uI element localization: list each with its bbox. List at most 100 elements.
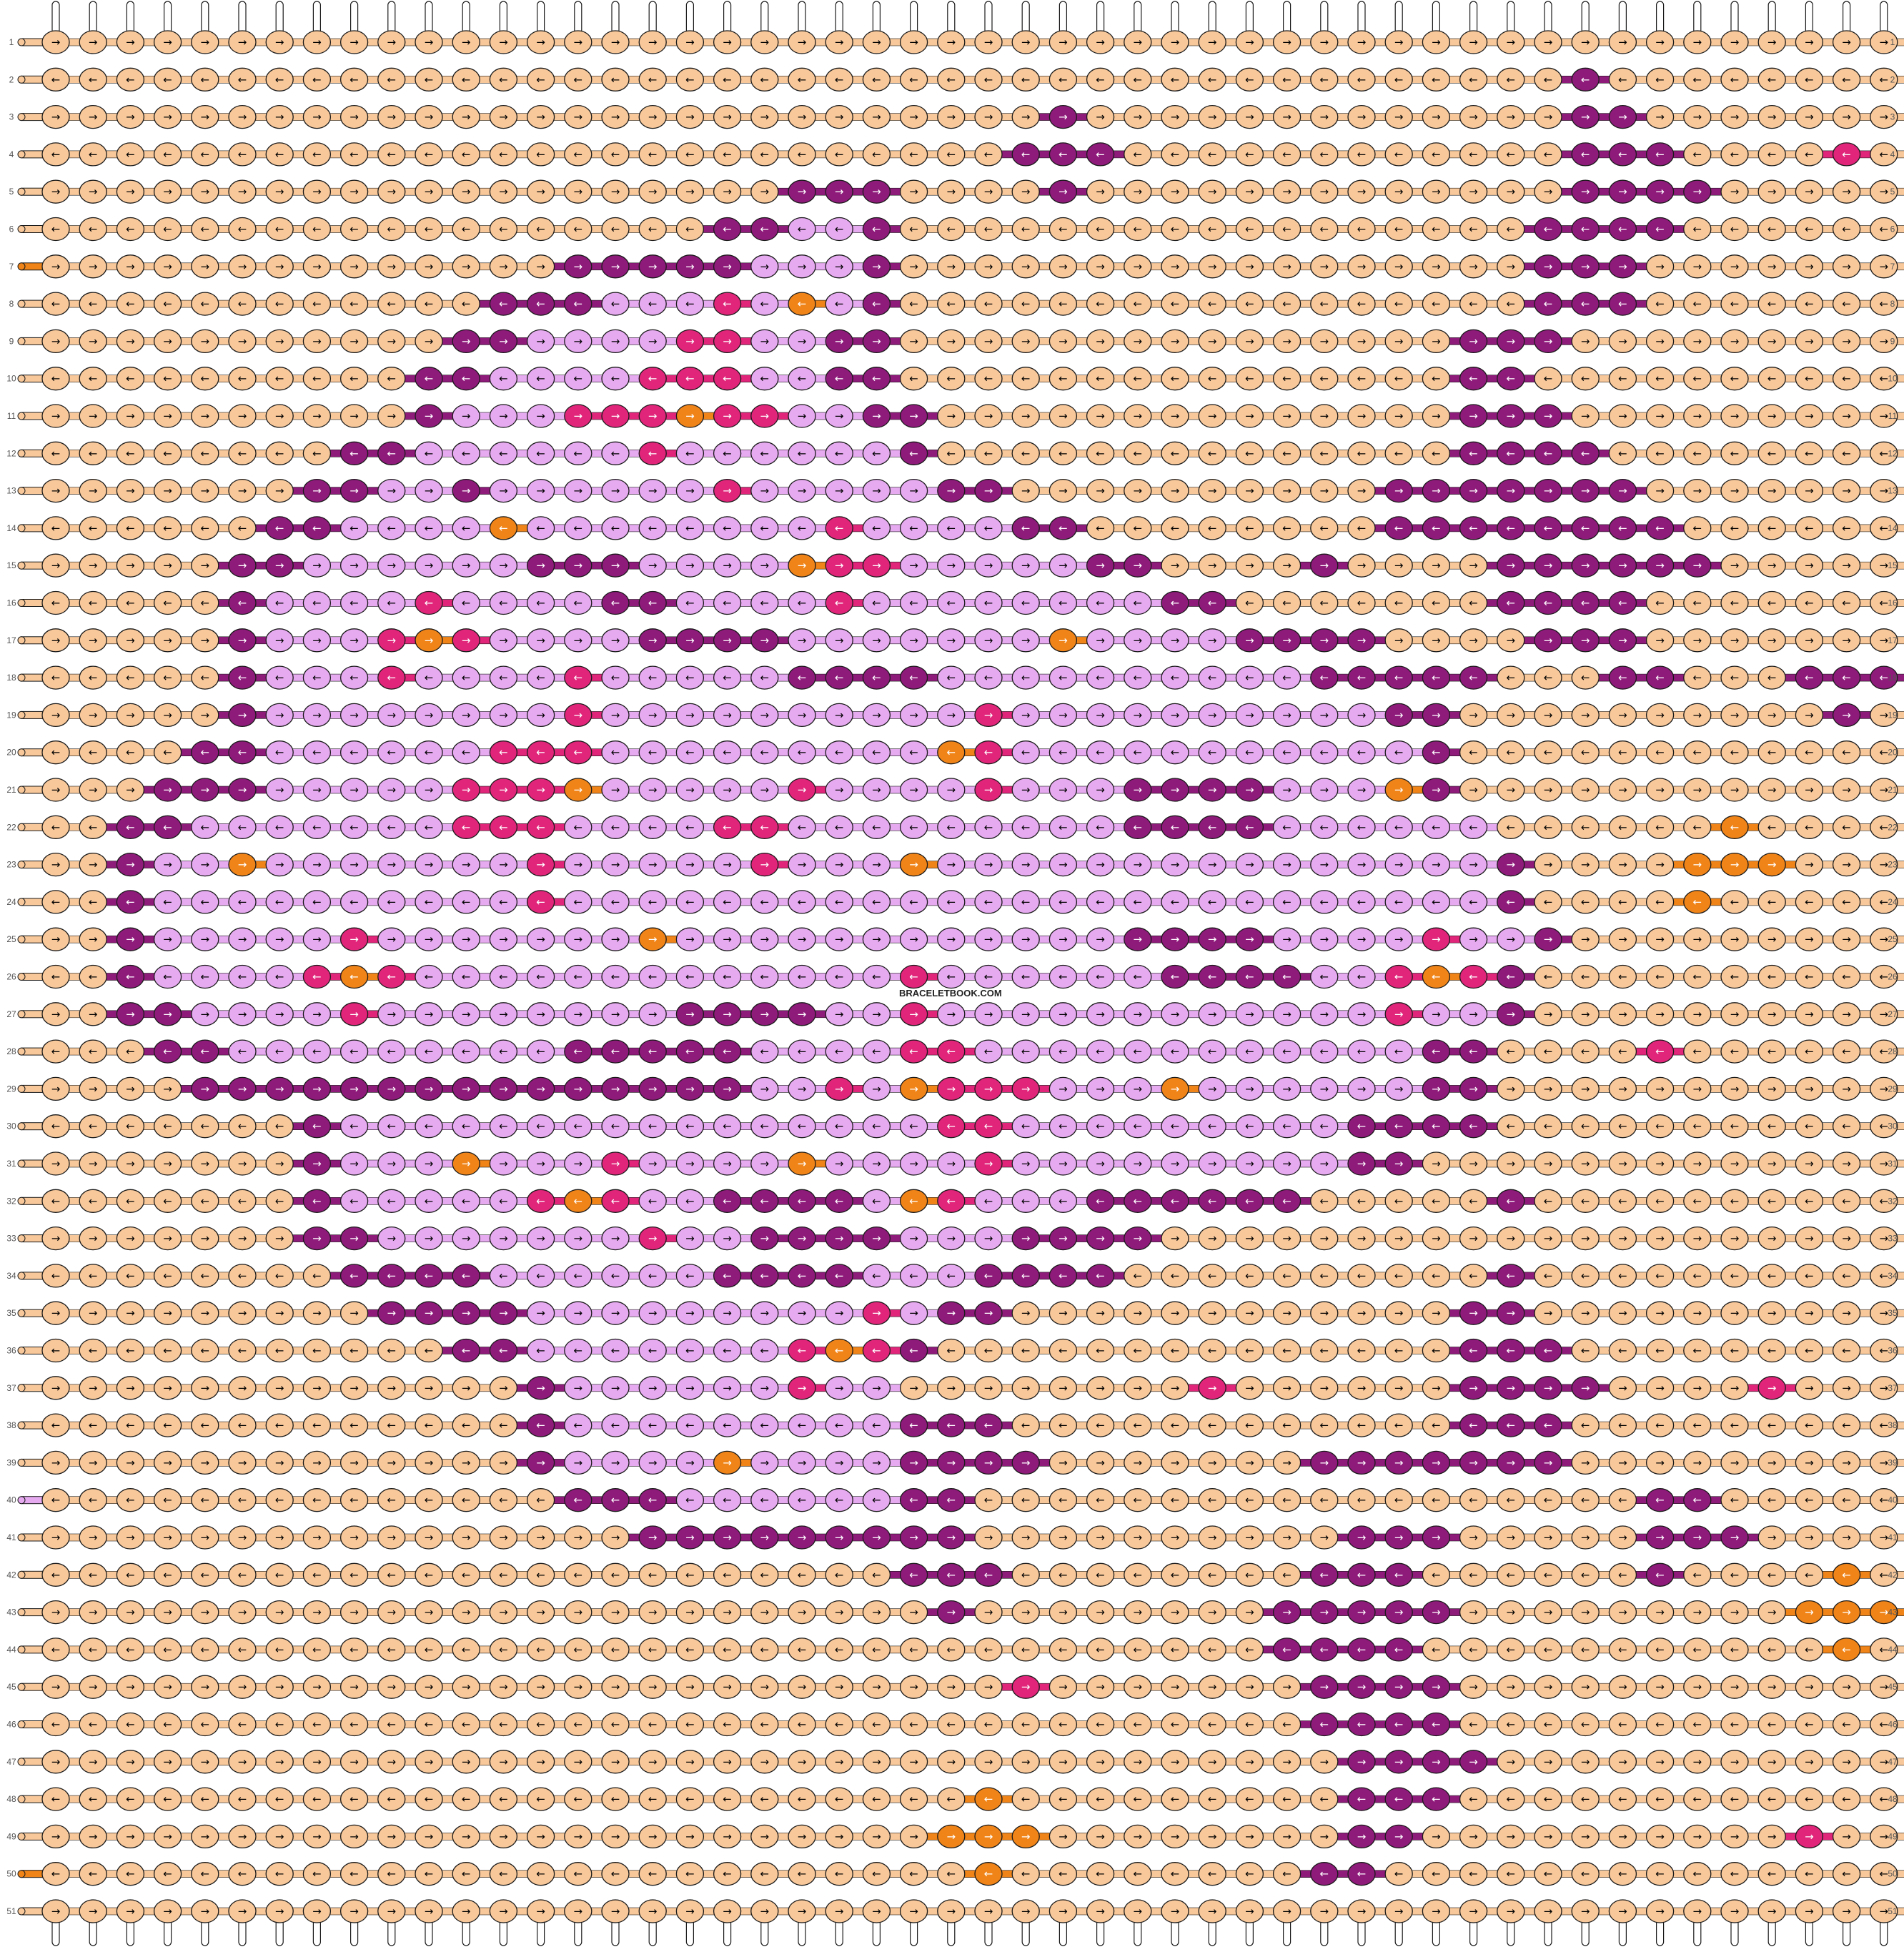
knot-bg: ← [1795,367,1824,391]
knot-arrow-icon: → [1693,485,1702,497]
knot-light: ← [675,441,705,465]
knot-bg: ← [1720,367,1749,391]
knot-bg: → [1422,254,1451,279]
top-string [1880,1,1888,36]
knot-arrow-icon: → [425,260,434,273]
knot-arrow-icon: ← [1544,223,1553,236]
string-end [17,673,26,682]
knot-arrow-icon: ← [1507,223,1516,236]
knot-bg: ← [265,142,294,167]
knot-arrow-icon: → [238,185,247,198]
knot-bg: ← [1124,516,1152,540]
bottom-string [387,1919,396,1946]
top-string [1544,1,1552,36]
knot-dark: → [489,329,518,354]
knot-light: → [788,404,816,428]
knot-bg: → [1198,30,1226,54]
knot-bg: ← [41,217,70,242]
knot-bg: → [1720,478,1749,503]
knot-bg: → [1235,104,1264,129]
string-end [17,1047,26,1056]
knot-bg: ← [265,292,294,316]
top-string [126,1,134,36]
knot-bg: ← [1497,292,1525,316]
knot-arrow-icon: → [1432,36,1441,49]
knot-bg: → [1235,30,1264,54]
knot-bg: → [1011,179,1040,204]
knot-arrow-icon: → [1693,410,1702,422]
knot-arrow-icon: → [536,485,545,497]
knot-bg: → [1795,478,1824,503]
knot-arrow-icon: ← [275,372,284,385]
knot-arrow-icon: → [611,36,620,49]
knot-bg: ← [750,142,779,167]
knot-arrow-icon: ← [611,73,620,86]
knot-arrow-icon: ← [760,223,770,236]
knot-bg: → [153,404,182,428]
knot-dark: ← [1534,217,1562,242]
knot-arrow-icon: ← [947,73,956,86]
knot-arrow-icon: ← [1469,73,1478,86]
knot-bg: → [1272,104,1301,129]
knot-arrow-icon: → [984,260,993,273]
knot-bg: ← [265,441,294,465]
knot-arrow-icon: → [1320,335,1329,347]
knot-bg: ← [825,67,853,91]
knot-arrow-icon: → [1507,111,1516,124]
string-end [17,337,26,345]
knot-arrow-icon: → [1842,36,1851,49]
knot-arrow-icon: → [1245,485,1254,497]
knot-bg: → [1571,30,1600,54]
knot-arrow-icon: → [51,485,61,497]
string-end [17,1272,26,1280]
knot-bg: → [377,104,406,129]
top-string [1245,1,1254,36]
bottom-string [611,1919,620,1946]
knot-bg: → [937,329,966,354]
knot-dark: ← [1645,516,1675,540]
string-end [17,1458,26,1467]
knot-dark: ← [1011,516,1040,540]
knot-bg: ← [1683,516,1712,540]
knot-bg: ← [1683,292,1712,316]
knot-bg: → [339,404,369,428]
knot-arrow-icon: ← [872,73,881,86]
knot-arrow-icon: ← [163,223,172,236]
knot-bg: ← [41,441,70,465]
knot-bg: ← [862,142,891,167]
knot-bg: → [974,254,1003,279]
knot-arrow-icon: ← [1320,223,1329,236]
knot-arrow-icon: → [238,335,247,347]
top-string [51,1,60,36]
knot-arrow-icon: → [1058,36,1068,49]
knot-bg: → [1832,30,1861,54]
knot-arrow-icon: → [1432,485,1441,497]
knot-arrow-icon: → [1245,335,1254,347]
knot-arrow-icon: ← [238,447,247,460]
knot-arrow-icon: ← [1544,73,1553,86]
knot-bg: → [713,104,742,129]
knot-arrow-icon: ← [1693,522,1702,535]
knot-arrow-icon: ← [462,297,471,310]
knot-arrow-icon: → [1581,410,1590,422]
knot-bg: → [79,329,107,354]
knot-arrow-icon: ← [201,297,210,310]
knot-arrow-icon: → [1767,185,1777,198]
knot-arrow-icon: ← [1282,372,1291,385]
knot-arrow-icon: → [1208,260,1217,273]
knot-arrow-icon: ← [1171,223,1180,236]
top-string [1432,1,1441,36]
knot-bg: → [1720,104,1749,129]
knot-bg: ← [41,516,70,540]
knot-bg: → [265,404,294,428]
knot-bg: ← [1720,67,1749,91]
knot-dark: → [1459,404,1488,428]
knot-arrow-icon: ← [163,148,172,161]
knot-arrow-icon: → [984,485,993,497]
knot-bg: ← [339,142,369,167]
knot-arrow-icon: → [872,36,881,49]
knot-arrow-icon: → [275,111,284,124]
knot-bg: → [974,104,1003,129]
knot-bg: → [974,30,1003,54]
bottom-string [425,1919,433,1946]
